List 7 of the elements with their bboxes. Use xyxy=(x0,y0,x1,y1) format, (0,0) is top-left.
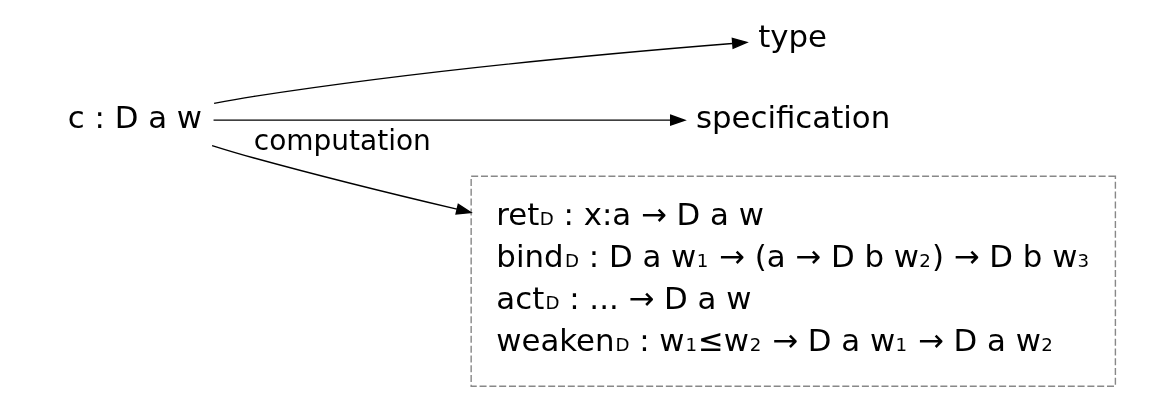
node-text: type xyxy=(757,17,827,54)
node-text: specification xyxy=(695,99,890,136)
node-text: c : D a w xyxy=(67,99,202,136)
arrow xyxy=(212,114,687,127)
arrow xyxy=(212,37,749,105)
edge-label: computation xyxy=(253,123,431,157)
arrow xyxy=(210,144,473,215)
